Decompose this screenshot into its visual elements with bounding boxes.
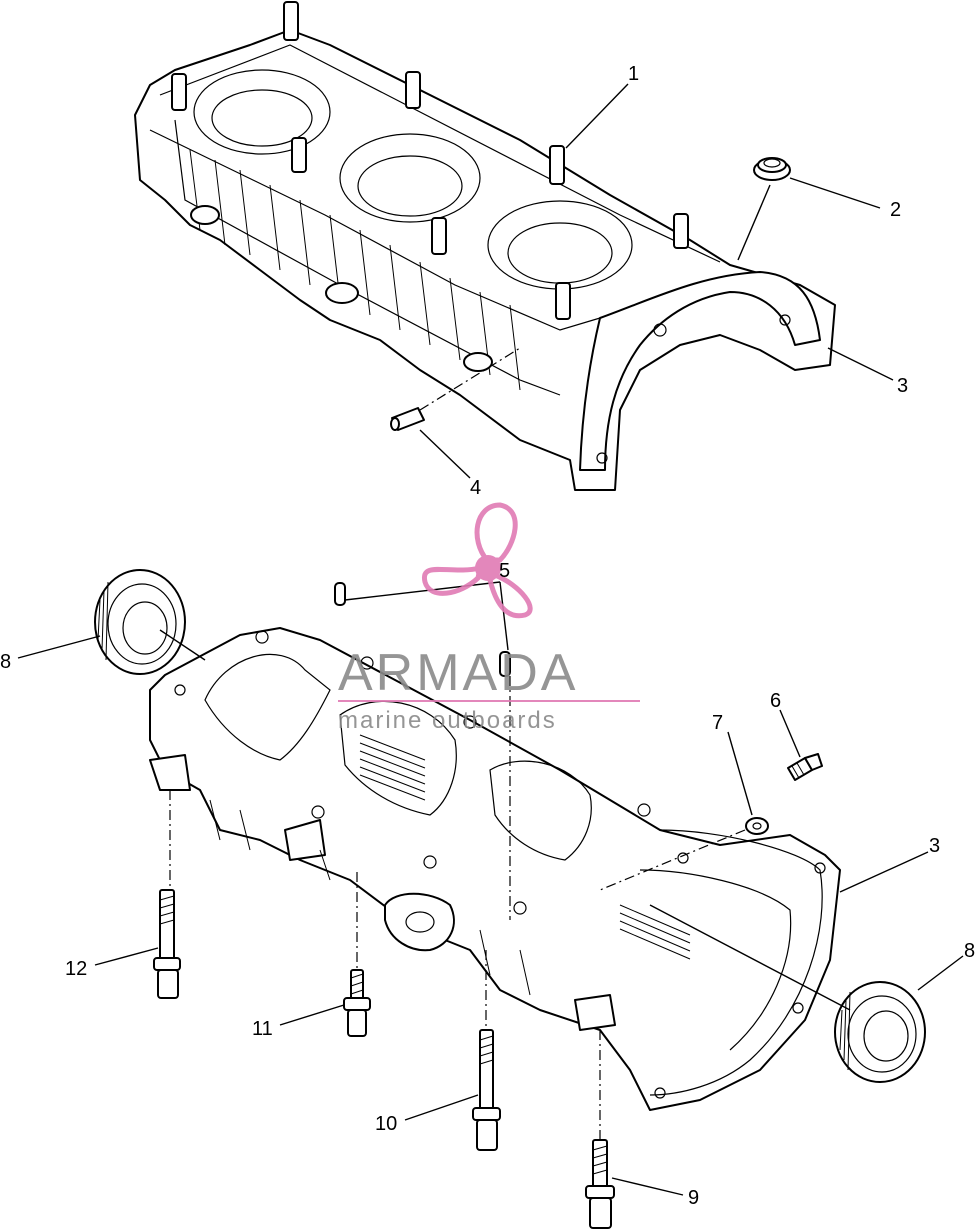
watermark-brand: ARMADA	[338, 644, 578, 702]
callout-7: 7	[712, 712, 723, 734]
assembly-centerlines	[169, 347, 746, 1140]
oil-seal-left	[94, 569, 186, 675]
bolt-9	[585, 1139, 615, 1229]
watermark-tagline: marine outboards	[338, 707, 557, 734]
bolt-11	[343, 969, 371, 1037]
dowel-pins-lower	[334, 582, 511, 677]
callout-3-lower: 3	[929, 835, 940, 857]
callout-6: 6	[770, 690, 781, 712]
armada-watermark: ARMADA marine outboards	[338, 502, 640, 734]
bolt-10	[472, 1029, 501, 1151]
dowel-pin-upper	[390, 407, 425, 431]
callout-8-right: 8	[964, 940, 975, 962]
callout-1: 1	[628, 63, 639, 85]
callout-4: 4	[470, 477, 481, 499]
callout-3-upper: 3	[897, 375, 908, 397]
lower-crankcase-half	[149, 627, 841, 1111]
callout-10: 10	[375, 1113, 397, 1135]
leader-lines	[17, 83, 964, 1196]
callout-8-left: 8	[0, 651, 11, 673]
callout-labels: 1 2 3 4 5 6 7 3 8 8 12 11 10 9	[0, 63, 975, 1209]
upper-crankcase-half	[134, 1, 836, 491]
upper-studs	[171, 1, 689, 320]
callout-9: 9	[688, 1187, 699, 1209]
propeller-icon	[422, 502, 533, 619]
callout-2: 2	[890, 199, 901, 221]
bolt-12	[153, 889, 181, 999]
screw-part	[787, 753, 823, 781]
callout-11: 11	[252, 1018, 273, 1040]
oil-seal-right	[834, 981, 926, 1083]
plug-part	[753, 157, 791, 181]
washer-part	[745, 817, 769, 835]
callout-5: 5	[499, 560, 510, 582]
callout-12: 12	[65, 958, 87, 980]
